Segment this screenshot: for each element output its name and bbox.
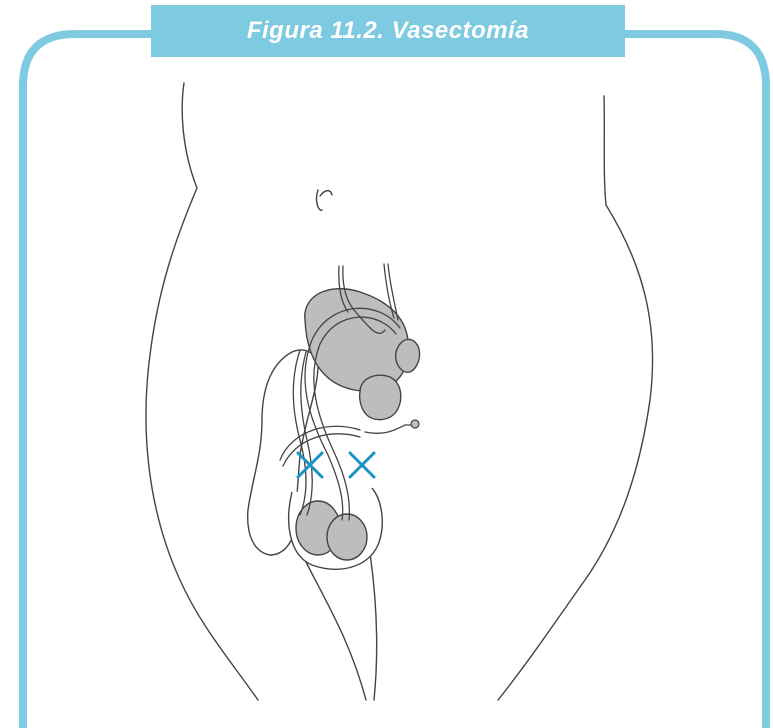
x-mark-icon — [350, 453, 374, 477]
x-mark-icon — [298, 453, 322, 477]
